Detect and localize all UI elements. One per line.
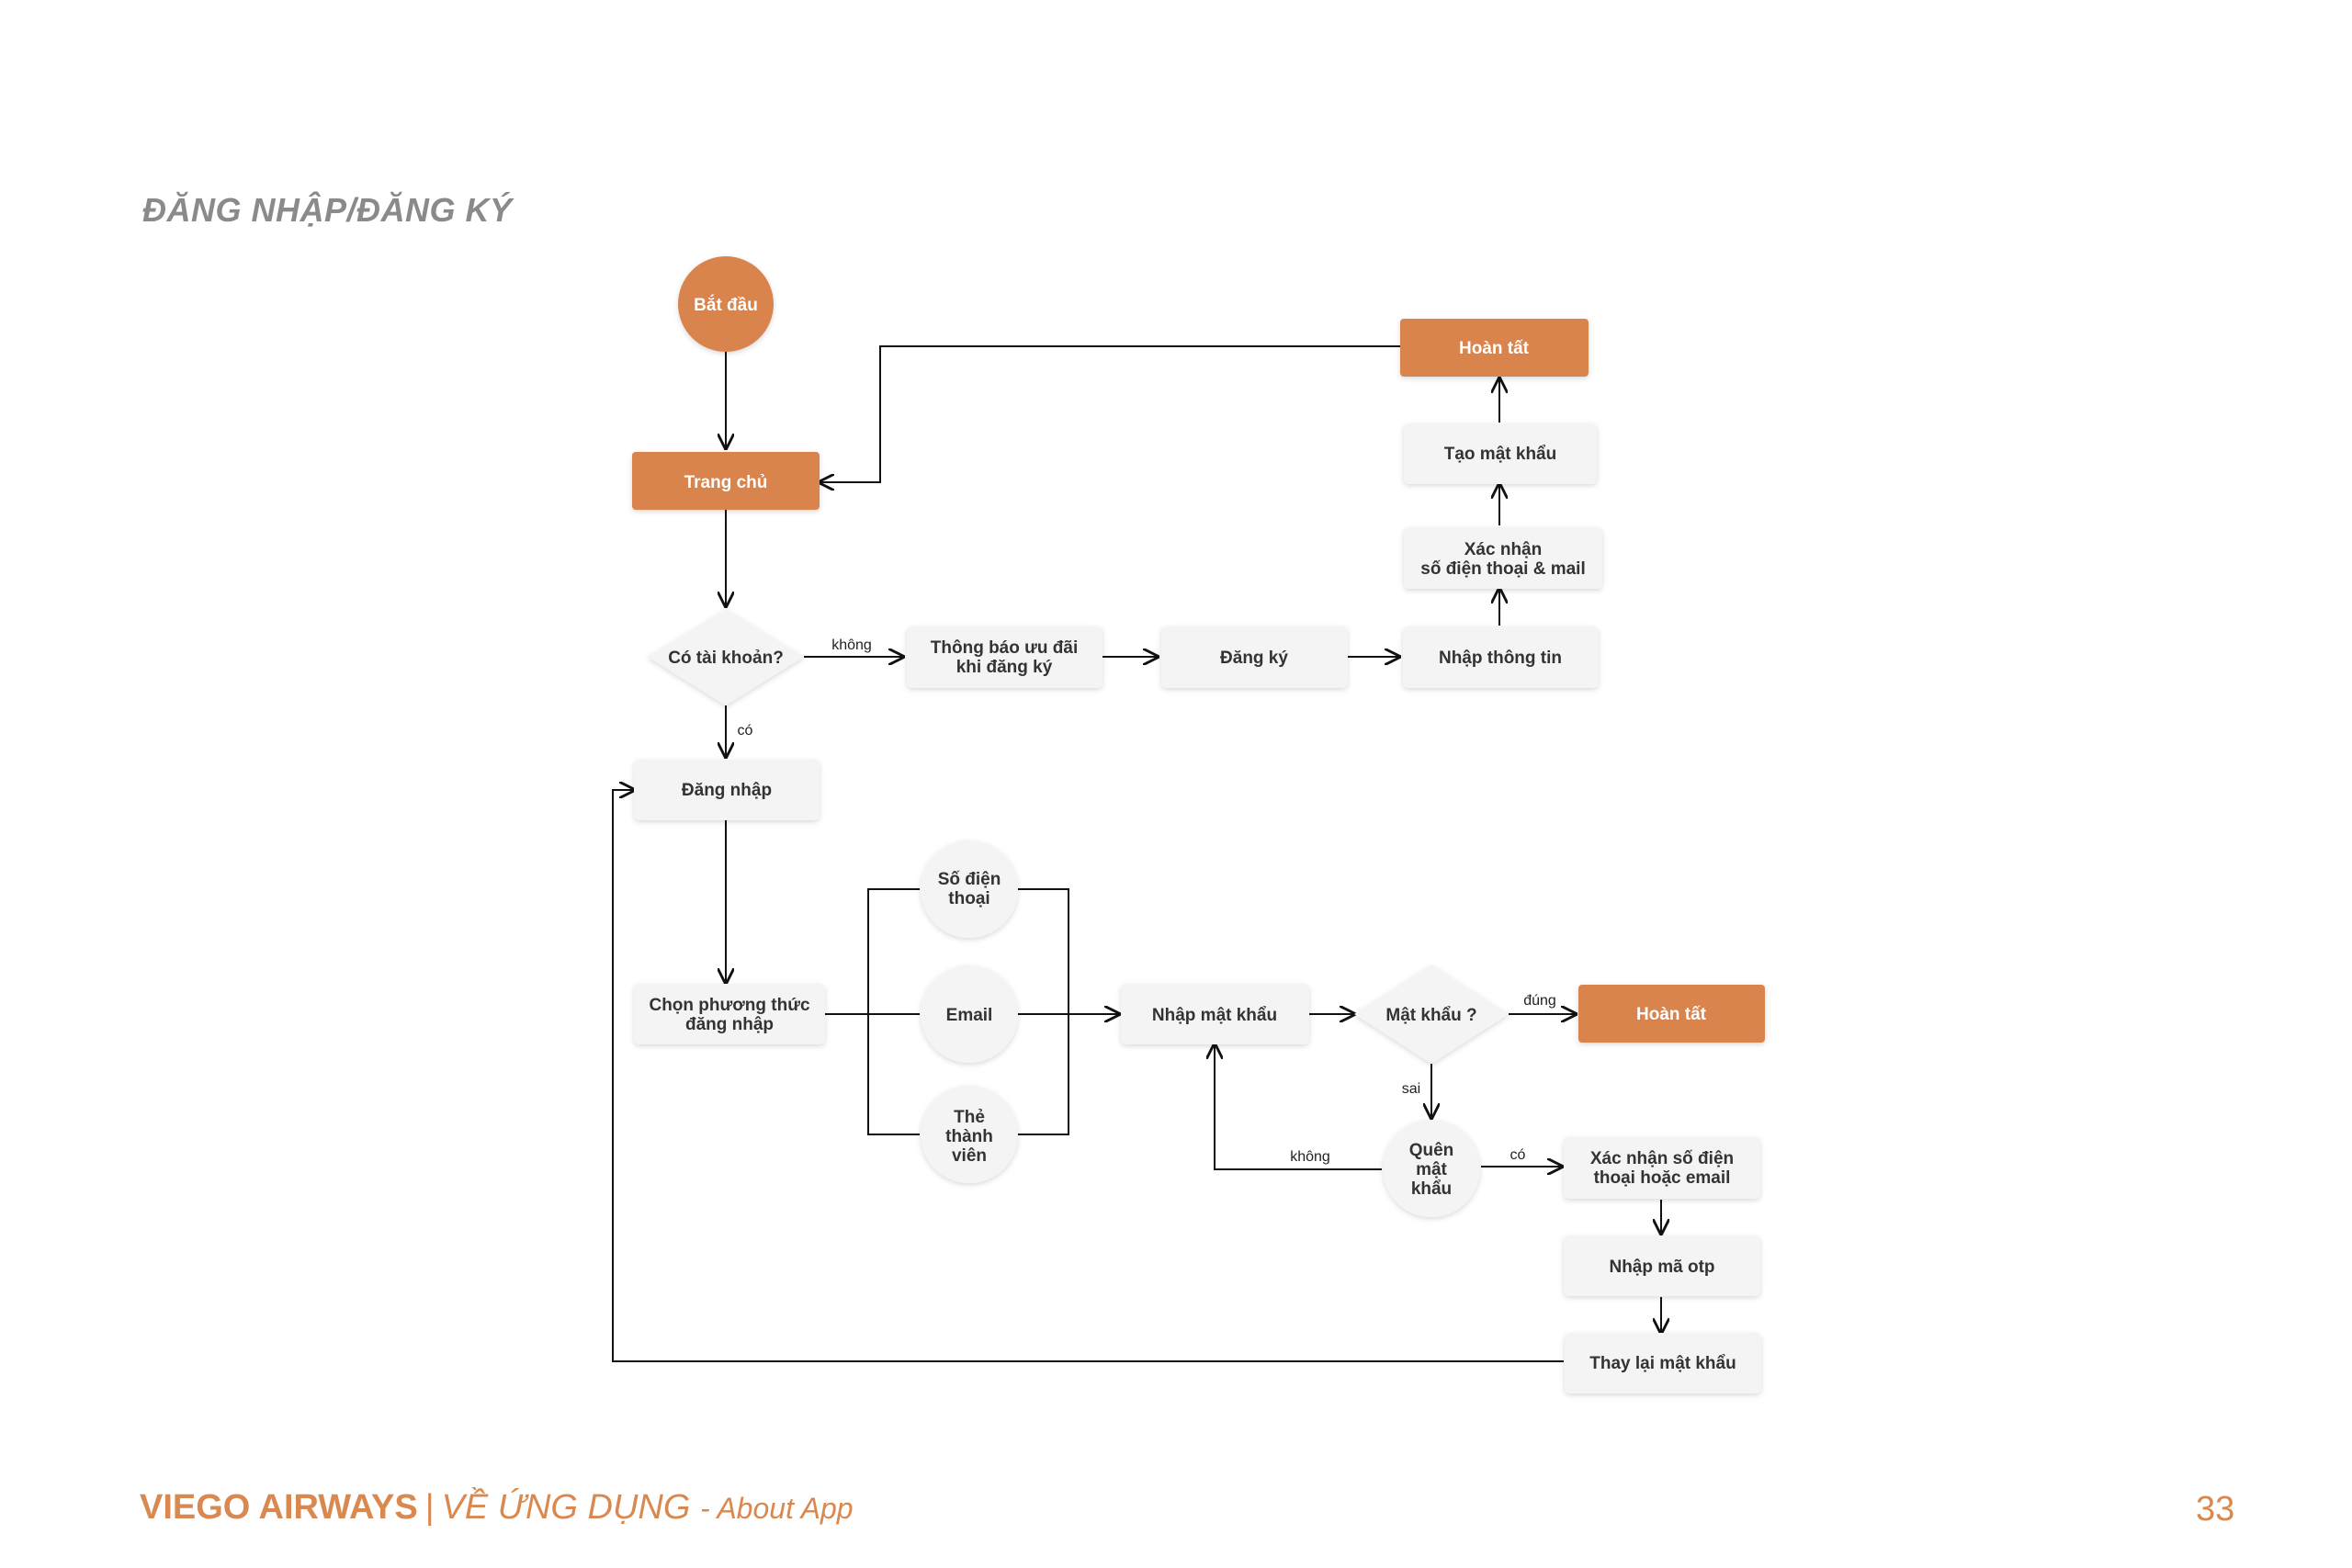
footer-separator: | <box>424 1488 435 1527</box>
edge-done-home <box>820 345 1400 482</box>
svg-text:mật: mật <box>1416 1160 1447 1179</box>
node-email: Email <box>921 965 1018 1063</box>
edge-label-yes: có <box>738 723 753 739</box>
node-verify: Xác nhận số điện thoại & mail <box>1404 527 1602 589</box>
edges <box>612 345 1661 1362</box>
footer-english: - About App <box>699 1492 854 1525</box>
node-login: Đăng nhập <box>634 760 820 820</box>
svg-text:Đăng ký: Đăng ký <box>1220 649 1288 668</box>
svg-text:Email: Email <box>946 1006 993 1025</box>
svg-text:Xác nhận số điện: Xác nhận số điện <box>1590 1149 1734 1168</box>
svg-text:đăng nhập: đăng nhập <box>685 1015 774 1034</box>
node-has-account: Có tài khoản? <box>648 609 804 705</box>
svg-text:số điện thoại & mail: số điện thoại & mail <box>1420 559 1585 579</box>
svg-text:Có tài khoản?: Có tài khoản? <box>668 649 784 668</box>
bracket-left <box>867 888 920 1135</box>
node-done-top: Hoàn tất <box>1400 319 1589 377</box>
node-done-right: Hoàn tất <box>1578 985 1765 1043</box>
edge-label-no2: không <box>1290 1149 1330 1165</box>
node-password-check: Mật khẩu ? <box>1354 964 1509 1064</box>
svg-text:Quên: Quên <box>1409 1141 1454 1160</box>
svg-text:Tạo mật khẩu: Tạo mật khẩu <box>1444 445 1556 464</box>
edge-label-yes2: có <box>1510 1147 1526 1163</box>
svg-text:Nhập mật khẩu: Nhập mật khẩu <box>1152 1006 1277 1025</box>
node-promo: Thông báo ưu đãi khi đăng ký <box>907 626 1102 688</box>
svg-text:khẩu: khẩu <box>1411 1179 1452 1199</box>
svg-text:Chọn phương thức: Chọn phương thức <box>649 996 809 1015</box>
node-forgot-password: Quên mật khẩu <box>1383 1120 1480 1217</box>
edge-reset-login <box>612 790 1564 1362</box>
svg-text:Mật khẩu ?: Mật khẩu ? <box>1385 1006 1476 1025</box>
svg-text:Thay lại mật khẩu: Thay lại mật khẩu <box>1589 1354 1736 1373</box>
node-verify-phone-email: Xác nhận số điện thoại hoặc email <box>1564 1137 1760 1199</box>
svg-text:thoại: thoại <box>948 889 989 908</box>
footer: VIEGO AIRWAYS|VỀ ỨNG DỤNG - About App <box>140 1488 854 1528</box>
page-title: ĐĂNG NHẬP/ĐĂNG KÝ <box>142 191 513 229</box>
edge-label-no: không <box>831 637 872 653</box>
svg-text:Trang chủ: Trang chủ <box>684 473 768 492</box>
node-choose-method: Chọn phương thức đăng nhập <box>634 984 825 1044</box>
node-start: Bắt đầu <box>678 256 774 352</box>
svg-text:Đăng nhập: Đăng nhập <box>682 781 772 800</box>
edge-forgot-no <box>1215 1044 1382 1170</box>
node-enter-otp: Nhập mã otp <box>1564 1235 1760 1296</box>
node-register: Đăng ký <box>1161 626 1348 688</box>
page-number: 33 <box>2196 1490 2235 1529</box>
edge-label-wrong: sai <box>1402 1081 1420 1097</box>
svg-text:Hoàn tất: Hoàn tất <box>1459 339 1530 358</box>
node-enter-info: Nhập thông tin <box>1403 626 1599 688</box>
svg-text:Nhập mã otp: Nhập mã otp <box>1609 1258 1714 1277</box>
svg-text:Thông báo ưu đãi: Thông báo ưu đãi <box>931 638 1078 658</box>
node-home: Trang chủ <box>632 452 820 510</box>
svg-text:Số điện: Số điện <box>938 870 1001 889</box>
footer-brand: VIEGO AIRWAYS <box>140 1488 418 1527</box>
node-enter-password: Nhập mật khẩu <box>1121 984 1309 1044</box>
svg-text:Xác nhận: Xác nhận <box>1464 540 1542 559</box>
svg-text:Bắt đầu: Bắt đầu <box>694 295 758 315</box>
svg-text:thành: thành <box>945 1127 993 1146</box>
svg-text:Thẻ: Thẻ <box>954 1108 985 1127</box>
edge-label-correct: đúng <box>1523 993 1556 1009</box>
node-reset-password: Thay lại mật khẩu <box>1565 1333 1761 1393</box>
svg-text:khi đăng ký: khi đăng ký <box>956 658 1053 677</box>
svg-text:thoại hoặc email: thoại hoặc email <box>1594 1168 1731 1188</box>
node-create-password: Tạo mật khẩu <box>1404 423 1597 484</box>
svg-text:viên: viên <box>952 1146 987 1166</box>
bracket-right <box>1018 888 1069 1135</box>
svg-text:Nhập thông tin: Nhập thông tin <box>1439 649 1562 668</box>
svg-text:Hoàn tất: Hoàn tất <box>1636 1005 1707 1024</box>
node-member-card: Thẻ thành viên <box>921 1086 1018 1183</box>
node-phone: Số điện thoại <box>921 840 1018 938</box>
footer-subtitle: VỀ ỨNG DỤNG <box>441 1488 691 1527</box>
